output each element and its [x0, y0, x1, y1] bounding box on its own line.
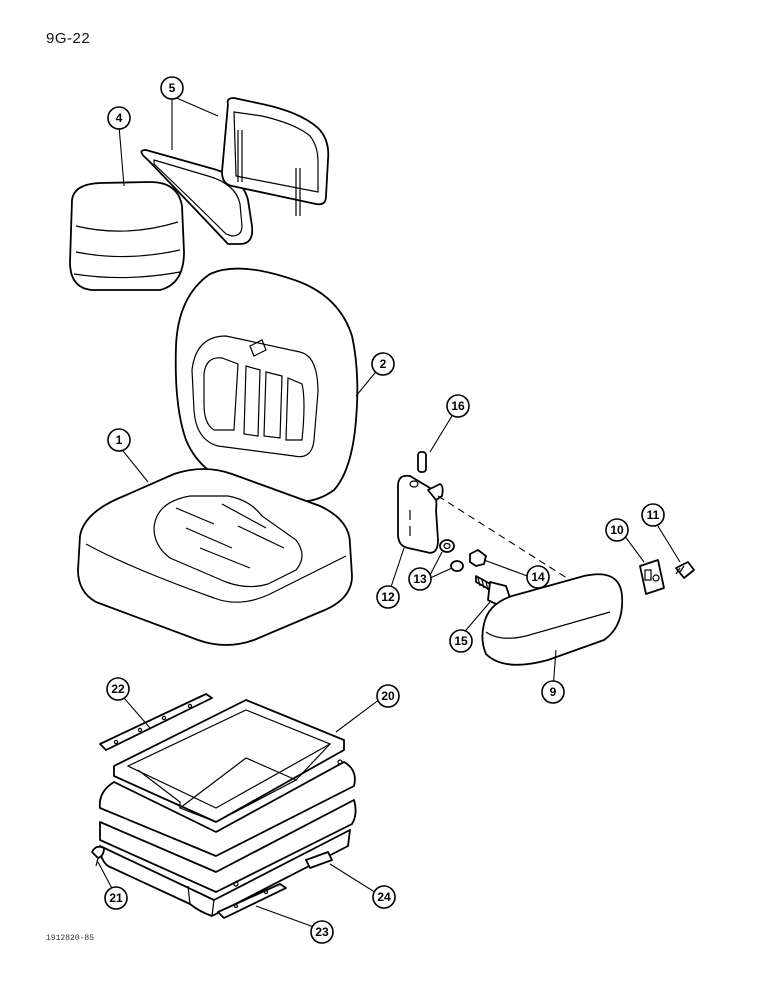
svg-text:1: 1 [116, 433, 123, 447]
svg-text:16: 16 [451, 399, 465, 413]
part-armrest-pad [481, 573, 624, 666]
assembly-line [437, 495, 571, 581]
callout-22: 22 [106, 677, 130, 701]
callout-15: 15 [449, 629, 473, 653]
callout-16: 16 [446, 394, 470, 418]
part-plate [639, 559, 665, 595]
part-small-plate [305, 851, 333, 869]
callout-24: 24 [372, 885, 396, 909]
svg-text:20: 20 [381, 689, 395, 703]
callout-21: 21 [104, 886, 128, 910]
svg-text:9: 9 [550, 685, 557, 699]
svg-text:22: 22 [111, 682, 125, 696]
svg-text:15: 15 [454, 634, 468, 648]
svg-text:23: 23 [315, 925, 329, 939]
part-mounting-strip-top [99, 693, 213, 751]
callout-10: 10 [605, 518, 629, 542]
svg-text:11: 11 [647, 508, 660, 522]
part-armrest-bracket [397, 474, 444, 554]
part-headrest-cushion [69, 181, 185, 291]
part-suspension-base [98, 699, 357, 917]
callout-2: 2 [371, 352, 395, 376]
callout-23: 23 [310, 920, 334, 944]
callout-14: 14 [526, 565, 550, 589]
svg-text:4: 4 [116, 111, 123, 125]
page-number: 9G-22 [46, 30, 91, 47]
svg-text:12: 12 [381, 590, 395, 604]
part-washers-nuts [439, 539, 487, 572]
callout-11: 11 [641, 503, 665, 527]
callout-13: 13 [408, 567, 432, 591]
callout-5: 5 [160, 76, 184, 100]
part-seat-back [174, 267, 359, 503]
callout-9: 9 [541, 680, 565, 704]
part-seat-cushion [77, 468, 353, 646]
svg-text:5: 5 [169, 81, 176, 95]
part-rivet [91, 845, 105, 867]
svg-text:21: 21 [109, 891, 123, 905]
svg-text:14: 14 [531, 570, 545, 584]
svg-text:24: 24 [377, 890, 391, 904]
callout-20: 20 [376, 684, 400, 708]
drawing-reference: 1912820-85 [46, 934, 95, 943]
part-headrest-frame [140, 97, 330, 245]
svg-text:10: 10 [610, 523, 624, 537]
part-screw [675, 561, 695, 579]
part-pin [417, 451, 427, 473]
callout-4: 4 [107, 106, 131, 130]
part-mounting-strip-bottom [217, 883, 287, 919]
callout-12: 12 [376, 585, 400, 609]
svg-text:2: 2 [380, 357, 387, 371]
svg-text:13: 13 [413, 572, 427, 586]
callout-1: 1 [107, 428, 131, 452]
